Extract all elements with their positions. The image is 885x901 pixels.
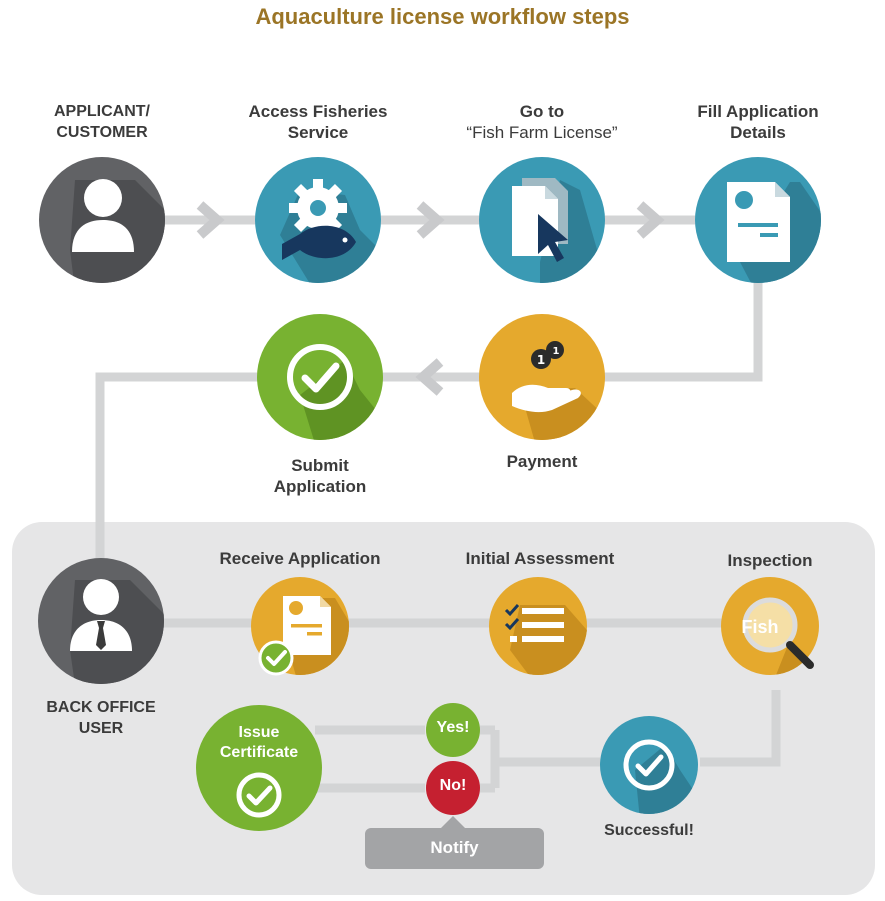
successful-label: Successful! bbox=[604, 822, 694, 839]
checklist-icon bbox=[504, 604, 564, 642]
form-check-icon bbox=[258, 596, 331, 676]
payment-node: 1 1 bbox=[479, 314, 605, 440]
fill-application-node bbox=[695, 157, 821, 283]
magnifier-icon: Fish bbox=[741, 597, 814, 669]
arrow-left bbox=[415, 358, 444, 396]
applicant-node bbox=[39, 157, 165, 283]
check-circle-icon bbox=[287, 344, 353, 410]
form-icon bbox=[727, 182, 790, 262]
access-fisheries-node bbox=[255, 157, 381, 283]
yes-label: Yes! bbox=[436, 719, 470, 736]
inspection-label: Inspection bbox=[727, 551, 813, 570]
no-bubble bbox=[426, 761, 480, 815]
inspection-node: Fish bbox=[721, 577, 819, 675]
businessman-icon bbox=[70, 579, 132, 651]
back-office-user-node bbox=[38, 558, 164, 684]
yes-bubble bbox=[426, 703, 480, 757]
arrow-right-1 bbox=[196, 201, 225, 239]
no-label: No! bbox=[439, 777, 467, 794]
receive-application-node bbox=[251, 577, 349, 676]
coin-hand-icon: 1 1 bbox=[512, 341, 581, 413]
notify-box bbox=[365, 816, 544, 869]
go-to-node bbox=[479, 157, 605, 283]
user-icon bbox=[72, 179, 134, 252]
issue-certificate-node bbox=[196, 705, 322, 831]
magnifier-text: Fish bbox=[741, 617, 778, 637]
notify-label: Notify bbox=[430, 838, 479, 857]
page-title: Aquaculture license workflow steps bbox=[255, 4, 630, 29]
svg-text:1: 1 bbox=[553, 346, 560, 357]
svg-text:1: 1 bbox=[537, 353, 545, 367]
arrow-right-3 bbox=[636, 201, 665, 239]
arrow-right-2 bbox=[416, 201, 445, 239]
receive-application-label: Receive Application bbox=[219, 549, 381, 568]
initial-assessment-label: Initial Assessment bbox=[465, 549, 615, 568]
check-circle-icon bbox=[623, 739, 675, 791]
flow-arrows bbox=[196, 201, 665, 396]
submit-node bbox=[257, 314, 383, 440]
document-cursor-icon bbox=[512, 178, 568, 262]
check-circle-icon bbox=[236, 772, 282, 818]
applicant-label: APPLICANT/CUSTOMER bbox=[54, 103, 150, 141]
go-to-label: Go to“Fish Farm License” bbox=[466, 102, 618, 142]
payment-label: Payment bbox=[506, 452, 578, 471]
